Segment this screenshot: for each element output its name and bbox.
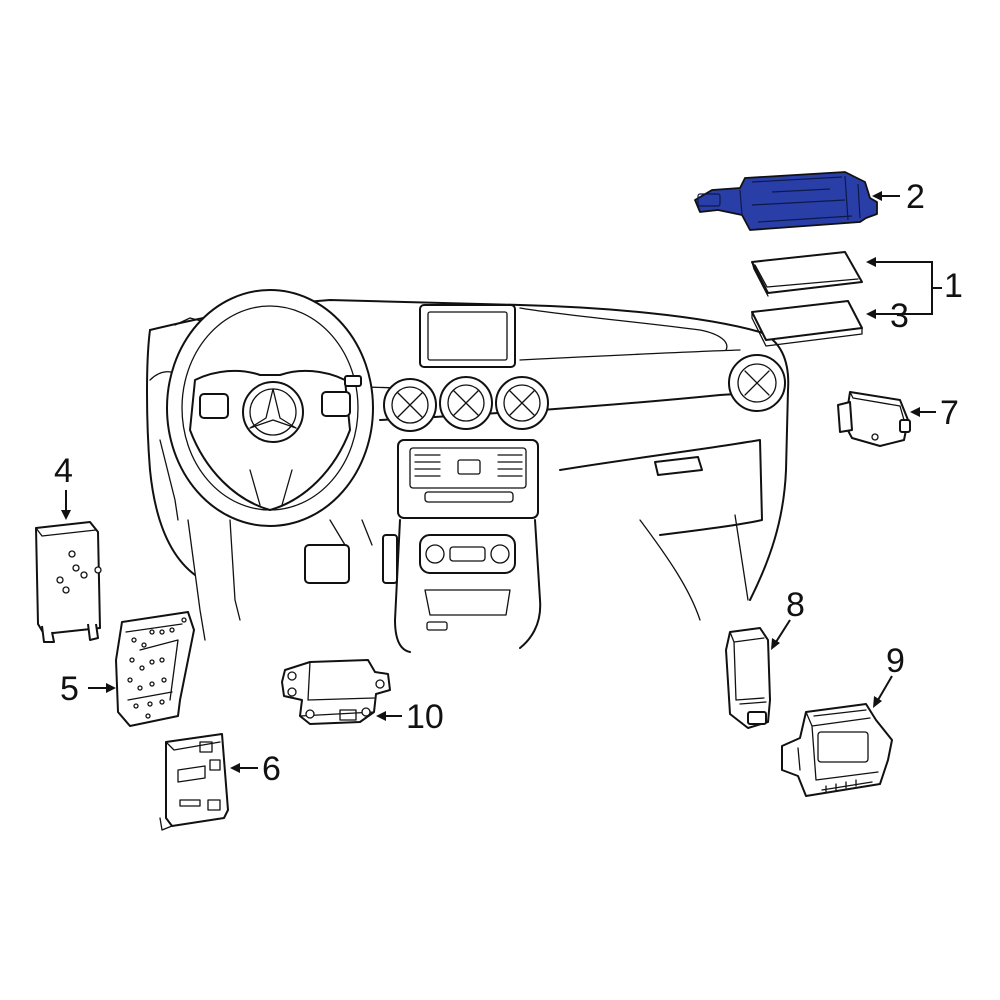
part-2-control-module[interactable] [694, 171, 878, 231]
callout-10: 10 [406, 698, 444, 736]
callout-7: 7 [940, 394, 959, 432]
center-vents [383, 354, 786, 432]
part-5-bracket-module [115, 611, 195, 727]
part-9-module [781, 703, 893, 797]
part-10-module [281, 659, 391, 725]
part-6-module [159, 733, 229, 831]
callout-1: 1 [944, 267, 963, 305]
steering-wheel [166, 289, 374, 527]
dashboard-illustration [146, 289, 790, 653]
part-2-body [694, 171, 878, 231]
callout-8: 8 [786, 586, 805, 624]
callout-9: 9 [886, 642, 905, 680]
leader-lines [61, 191, 942, 773]
callout-6: 6 [262, 750, 281, 788]
callout-labels: 1 2 3 4 5 6 7 8 9 10 [54, 178, 963, 788]
part-8-switch [725, 627, 771, 729]
part-3-tray [751, 300, 863, 347]
part-1-tray [751, 251, 863, 297]
callout-3: 3 [890, 297, 909, 335]
part-4-module [35, 521, 102, 643]
callout-4: 4 [54, 452, 73, 490]
callout-5: 5 [60, 670, 79, 708]
part-7-module [837, 391, 911, 447]
callout-2: 2 [906, 178, 925, 216]
